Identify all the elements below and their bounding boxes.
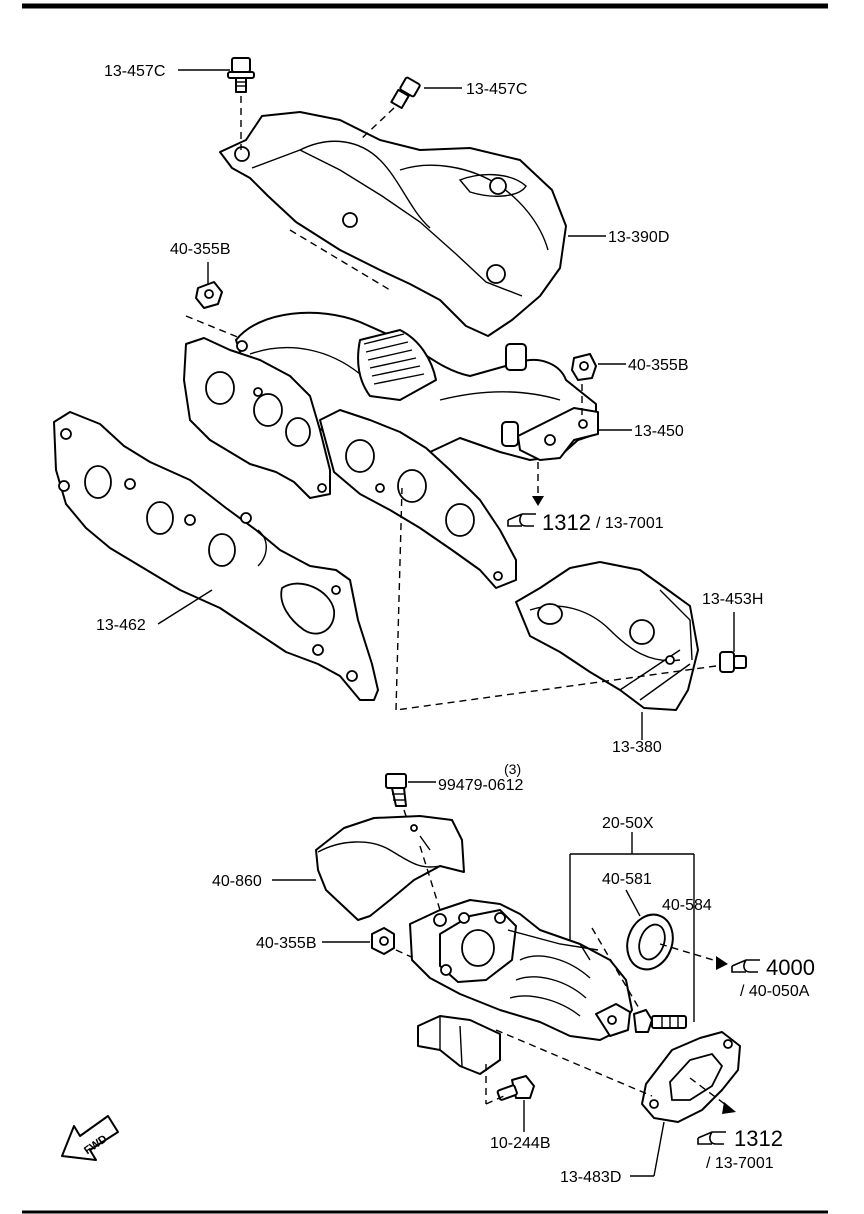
label-40-355b-lower: 40-355B <box>256 935 317 952</box>
label-ref-4000: 4000 <box>766 955 815 980</box>
arrow-head-down-right <box>722 1102 736 1114</box>
arrow-head-right <box>716 956 728 970</box>
label-13-457c-right: 13-457C <box>466 81 527 98</box>
label-40-584: 40-584 <box>662 897 712 914</box>
label-13-457c-left: 13-457C <box>104 63 165 80</box>
arrow-head-down <box>532 496 544 506</box>
label-10-244b: 10-244B <box>490 1135 551 1152</box>
nut-40-355b-left <box>195 281 223 309</box>
label-99479-0612: 99479-0612 <box>438 777 524 794</box>
fwd-arrow-icon: FWD <box>61 1115 119 1161</box>
pointing-hand-icon <box>697 1131 726 1145</box>
label-13-450: 13-450 <box>634 423 684 440</box>
label-ref-40-050a: / 40-050A <box>740 983 810 1000</box>
label-40-355b-left: 40-355B <box>170 241 231 258</box>
label-13-380: 13-380 <box>612 739 662 756</box>
heat-insulator-upper <box>219 111 567 337</box>
label-40-860: 40-860 <box>212 873 262 890</box>
bolt-10-244b <box>496 1075 535 1101</box>
gasket-13-483d <box>641 1031 741 1123</box>
bolt-40-584 <box>633 1009 687 1033</box>
gasket-13-462 <box>53 411 379 701</box>
label-13-453h: 13-453H <box>702 591 763 608</box>
label-13-462: 13-462 <box>96 617 146 634</box>
insulator-40-860 <box>315 815 465 921</box>
pointing-hand-icon <box>731 959 760 973</box>
label-ref-1312-upper: 1312 <box>542 510 591 535</box>
bolt-13-457c-left <box>227 57 255 93</box>
catalytic-converter-assembly <box>409 899 633 1075</box>
insulator-13-380 <box>515 561 699 711</box>
label-13-390d: 13-390D <box>608 229 669 246</box>
nut-40-355b-right <box>571 353 597 381</box>
pointing-hand-icon <box>507 513 536 527</box>
label-ref-13-7001-upper: / 13-7001 <box>596 515 664 532</box>
label-ref-13-7001-lower: / 13-7001 <box>706 1155 774 1172</box>
gasket-ring-40-581 <box>626 913 674 971</box>
label-40-355b-right: 40-355B <box>628 357 689 374</box>
label-40-581: 40-581 <box>602 871 652 888</box>
bolt-13-457c-right <box>390 76 421 110</box>
bolt-13-453h <box>719 651 747 673</box>
exhaust-manifold <box>183 311 599 589</box>
label-ref-1312-lower: 1312 <box>734 1126 783 1151</box>
nut-40-355b-lower <box>371 927 395 955</box>
label-20-50x: 20-50X <box>602 815 654 832</box>
bolt-99479-0612 <box>385 773 407 807</box>
label-qty-3: (3) <box>504 761 521 777</box>
label-13-483d: 13-483D <box>560 1169 621 1186</box>
